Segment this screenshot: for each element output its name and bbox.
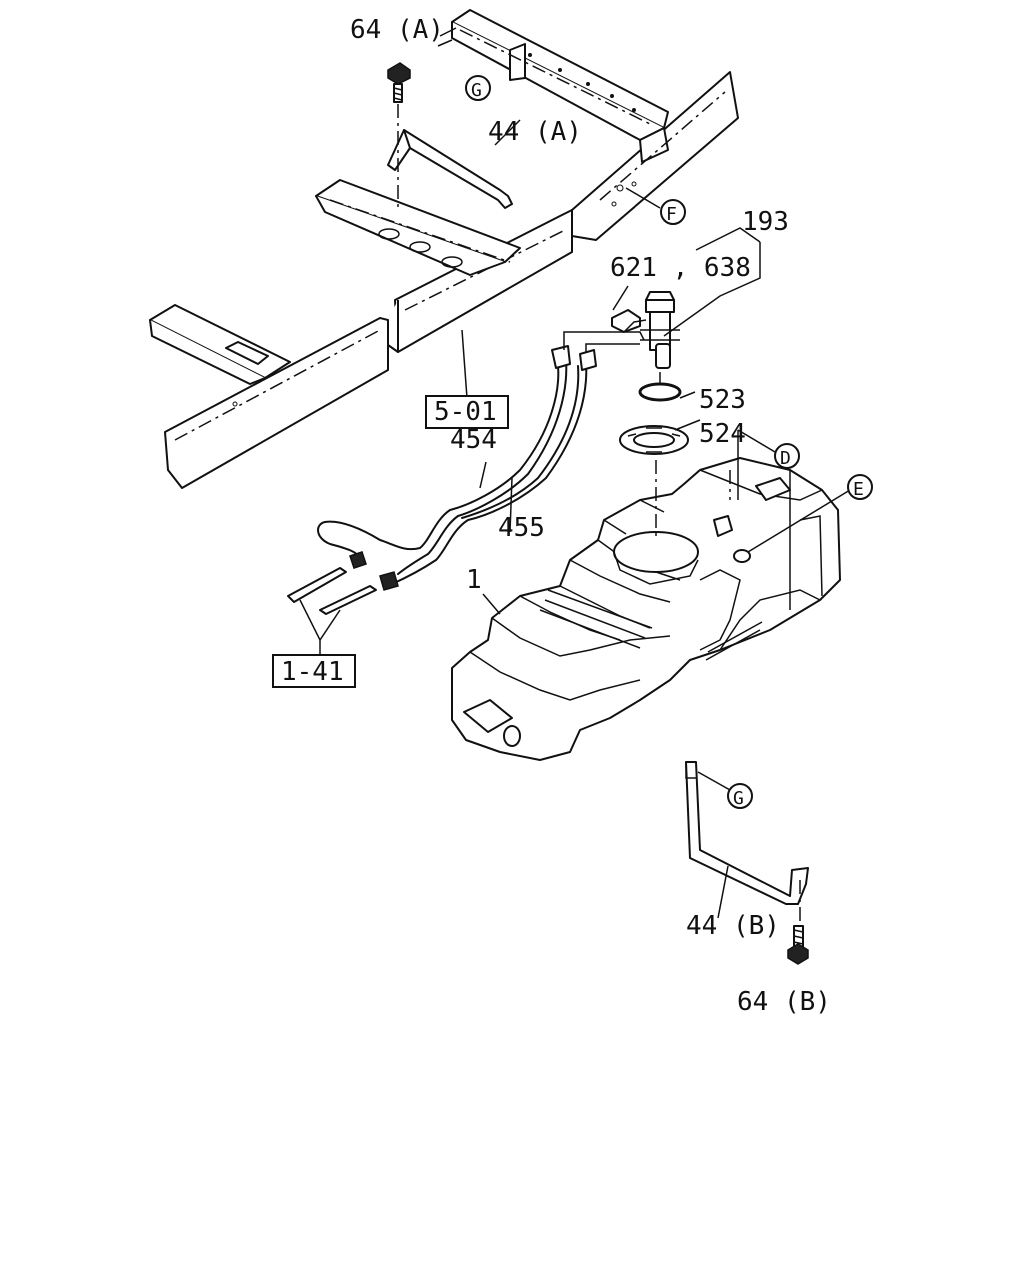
ref-circle-d [774,443,800,469]
bolt-64a [387,62,411,103]
bolt-64b [787,925,809,965]
label-o-ring-523: 523 [699,385,746,415]
label-pipe-454: 454 [450,425,497,455]
label-strap-44b: 44 (B) [686,911,780,941]
retainer-ring-524 [619,425,689,455]
label-ref-g-bottom: G [733,788,744,809]
label-ref-box-5-01: 5-01 [434,397,497,427]
label-ref-box-1-41: 1-41 [281,657,344,687]
o-ring-523 [638,382,682,402]
label-ref-f: F [666,204,677,225]
label-pump-parts: 621 , 638 [610,253,751,283]
label-ref-d: D [780,448,791,469]
label-tank-1: 1 [466,565,482,595]
label-retainer-524: 524 [699,419,746,449]
ref-circle-f [660,199,686,225]
strap-44a [387,104,513,212]
fuel-tank [451,457,841,761]
label-bolt-64b: 64 (B) [737,987,831,1017]
leader-lines [461,87,851,919]
ref-box-5-01 [425,395,509,429]
fuel-pipes [317,331,645,591]
ref-box-1-41 [272,654,356,688]
ref-circle-g-top [465,75,491,101]
ref-circle-g-bottom [727,783,753,809]
label-ref-e: E [853,479,864,500]
label-strap-44a: 44 (A) [488,117,582,147]
label-pump-assembly-193: 193 [742,207,789,237]
chassis-frame [149,9,739,489]
label-ref-g-top: G [471,80,482,101]
line-bracket [287,567,377,655]
label-pipe-455: 455 [498,513,545,543]
fuel-pump-assembly [611,291,680,369]
label-bolt-64a: 64 (A) [350,15,444,45]
strap-44b [685,761,809,930]
ref-circle-e [847,474,873,500]
